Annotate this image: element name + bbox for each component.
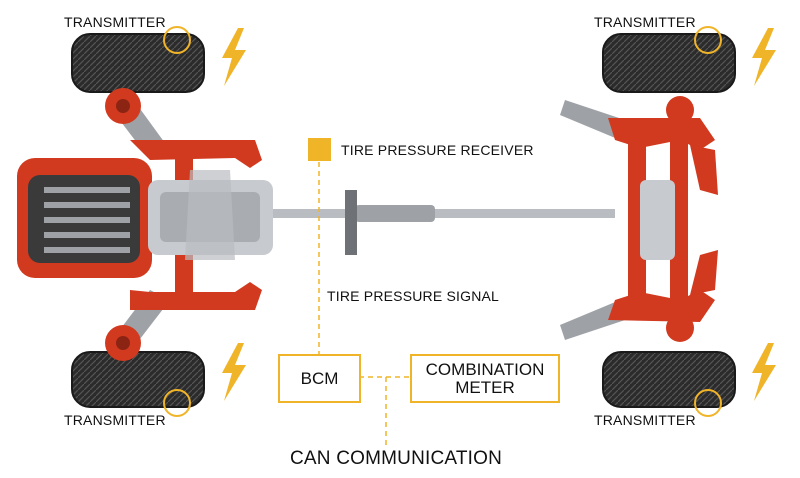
tire-rear-right (602, 351, 736, 408)
transmitter-ring-icon (163, 26, 191, 54)
drive-shaft (270, 209, 615, 218)
transmission (148, 170, 273, 260)
tire-rear-left (71, 351, 205, 408)
lightning-bolt-icon (752, 28, 776, 86)
bcm-label: BCM (300, 368, 339, 388)
combination-meter-label-line2: METER (455, 377, 515, 397)
lightning-bolt-icon (222, 343, 246, 401)
drive-shaft-joint (355, 205, 435, 222)
engine (17, 158, 152, 278)
bcm-box: BCM (278, 354, 361, 403)
combination-meter-label-line1: COMBINATION (425, 359, 545, 379)
receiver-label: TIRE PRESSURE RECEIVER (341, 142, 534, 158)
transmitter-label-rear-left: TRANSMITTER (64, 412, 166, 428)
lightning-bolt-icon (752, 343, 776, 401)
transmitter-ring-icon (694, 26, 722, 54)
signal-label: TIRE PRESSURE SIGNAL (327, 288, 500, 304)
tire-front-right (602, 33, 736, 93)
tire-front-left (71, 33, 205, 93)
shaft-mount (345, 190, 357, 255)
receiver-marker (308, 138, 331, 161)
transmitter-label-front-left: TRANSMITTER (64, 14, 166, 30)
transmitter-label-rear-right: TRANSMITTER (594, 412, 696, 428)
transmitter-label-front-right: TRANSMITTER (594, 14, 696, 30)
combination-meter-box: COMBINATION METER (410, 354, 560, 403)
transmitter-ring-icon (694, 389, 722, 417)
transmitter-ring-icon (163, 389, 191, 417)
rear-suspension (560, 96, 718, 342)
lightning-bolt-icon (222, 28, 246, 86)
can-communication-label: CAN COMMUNICATION (290, 448, 503, 469)
